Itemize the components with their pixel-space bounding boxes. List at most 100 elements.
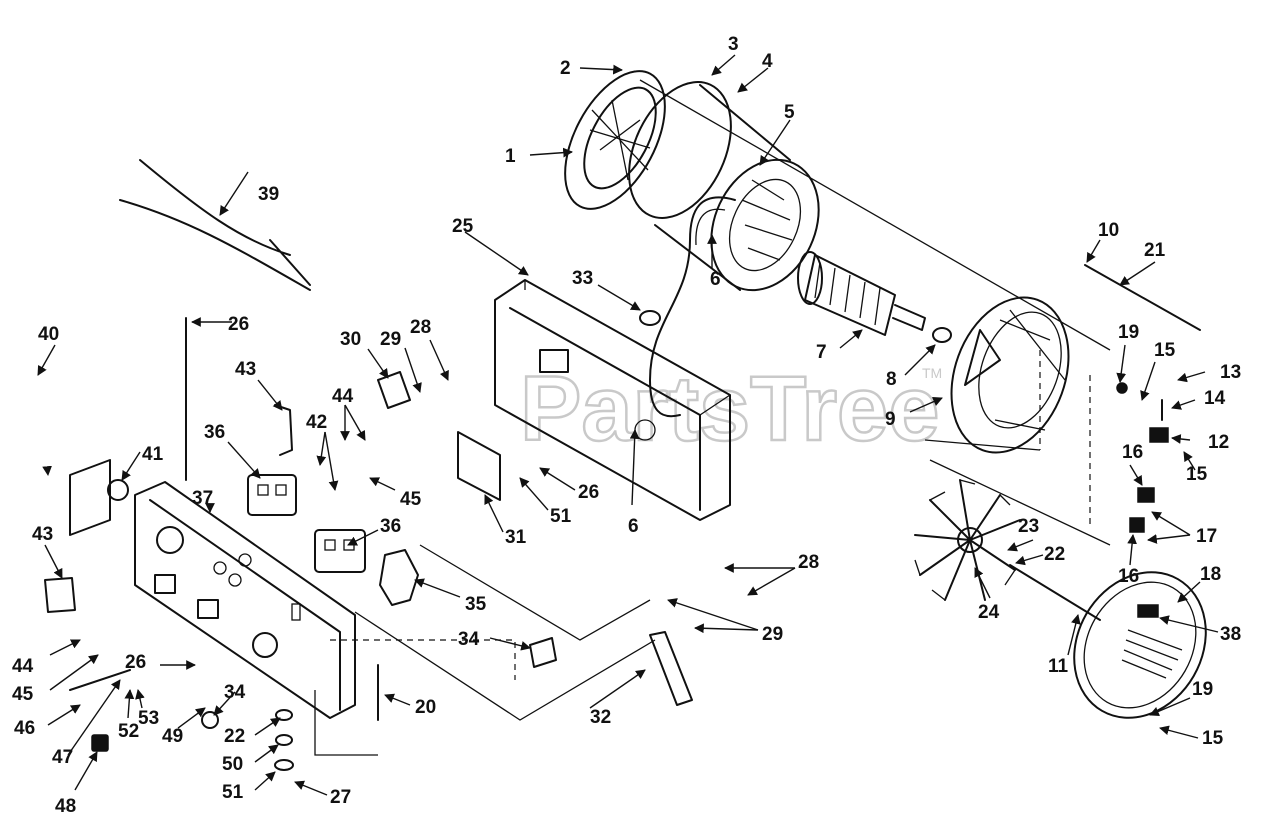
callout-40: 40 — [38, 324, 59, 345]
fuse-holder — [91, 734, 109, 752]
callout-18: 18 — [1200, 564, 1221, 585]
callout-19-upper: 19 — [1118, 322, 1139, 343]
callout-50: 50 — [222, 754, 243, 775]
callout-19-lower: 19 — [1192, 679, 1213, 700]
stator-leads — [649, 196, 736, 418]
nut-34 — [201, 711, 219, 729]
callout-6-box: 6 — [628, 516, 639, 537]
callout-53: 53 — [138, 708, 159, 729]
terminal-plate — [457, 431, 501, 501]
heat-sink — [69, 459, 111, 536]
callout-7: 7 — [816, 342, 827, 363]
rotor — [797, 251, 926, 336]
callout-26-top: 26 — [228, 314, 249, 335]
callout-1: 1 — [505, 146, 516, 167]
fan-bolt — [1009, 564, 1101, 621]
callout-4: 4 — [762, 51, 773, 72]
callout-labels: 1 2 3 4 5 6 7 8 9 10 21 19 15 13 14 12 1… — [12, 34, 1241, 817]
callout-27: 27 — [330, 787, 351, 808]
callout-38: 38 — [1220, 624, 1241, 645]
callout-21: 21 — [1144, 240, 1166, 261]
callout-28-top: 28 — [410, 317, 431, 338]
callout-45-top: 45 — [400, 489, 422, 510]
leader-lines — [37, 54, 1219, 796]
rear-housing — [950, 296, 1070, 454]
callout-28-lower: 28 — [798, 552, 819, 573]
callout-10: 10 — [1098, 220, 1119, 241]
callout-11: 11 — [1048, 656, 1069, 677]
end-bell — [564, 70, 666, 210]
callout-33: 33 — [572, 268, 593, 289]
callout-44-top: 44 — [332, 386, 354, 407]
terminal-strip — [649, 631, 693, 706]
callout-15-c: 15 — [1202, 728, 1224, 749]
callout-16-upper: 16 — [1122, 442, 1143, 463]
callout-25: 25 — [452, 216, 474, 237]
callout-20: 20 — [415, 697, 436, 718]
callout-26-box: 26 — [578, 482, 599, 503]
callout-26-panel: 26 — [125, 652, 146, 673]
callout-16-lower: 16 — [1118, 566, 1139, 587]
callout-23: 23 — [1018, 516, 1039, 537]
callout-29-top: 29 — [380, 329, 401, 350]
callout-15-b: 15 — [1186, 464, 1208, 485]
callout-44-lower: 44 — [12, 656, 34, 677]
callout-43-top: 43 — [235, 359, 256, 380]
callout-39: 39 — [258, 184, 279, 205]
bracket — [274, 404, 293, 456]
callout-6-stator: 6 — [710, 269, 721, 290]
callout-34-switch: 34 — [458, 629, 480, 650]
stator — [628, 81, 820, 292]
battery-cable — [119, 159, 311, 291]
hour-meter — [44, 577, 76, 613]
callout-48: 48 — [55, 796, 76, 817]
callout-51-panel: 51 — [222, 782, 244, 803]
callout-45-lower: 45 — [12, 684, 34, 705]
grommet-41 — [107, 479, 129, 501]
assembly-axis-line — [639, 79, 1111, 351]
callout-34-nut: 34 — [224, 682, 246, 703]
callout-22-panel: 22 — [224, 726, 245, 747]
brush-holder-parts — [1116, 382, 1169, 533]
receptacle-upper — [247, 474, 297, 516]
callout-49: 49 — [162, 726, 183, 747]
callout-3: 3 — [728, 34, 739, 55]
circuit-breaker — [379, 549, 419, 606]
callout-42: 42 — [306, 412, 327, 433]
control-box — [494, 279, 731, 521]
callout-36-upper: 36 — [204, 422, 225, 443]
receptacle-lower — [314, 529, 366, 573]
fuse-47 — [69, 669, 131, 691]
callout-51-box: 51 — [550, 506, 572, 527]
regulator — [377, 371, 411, 409]
bearing — [932, 327, 952, 343]
callout-32: 32 — [590, 707, 611, 728]
callout-43-lower: 43 — [32, 524, 53, 545]
toggle-switch — [529, 637, 557, 668]
callout-13: 13 — [1220, 362, 1241, 383]
callout-46: 46 — [14, 718, 35, 739]
callout-15-a: 15 — [1154, 340, 1176, 361]
callout-14: 14 — [1204, 388, 1226, 409]
callout-31: 31 — [505, 527, 527, 548]
callout-17: 17 — [1196, 526, 1217, 547]
callout-30: 30 — [340, 329, 361, 350]
callout-22-fan: 22 — [1044, 544, 1065, 565]
callout-41: 41 — [142, 444, 164, 465]
end-cover — [1073, 571, 1207, 719]
fan — [914, 479, 1021, 601]
front-panel — [134, 481, 356, 719]
callout-47: 47 — [52, 747, 73, 768]
callout-24: 24 — [978, 602, 1000, 623]
callout-35: 35 — [465, 594, 487, 615]
callout-9: 9 — [885, 409, 896, 430]
callout-29-lower: 29 — [762, 624, 783, 645]
callout-36-lower: 36 — [380, 516, 401, 537]
callout-12: 12 — [1208, 432, 1229, 453]
callout-2: 2 — [560, 58, 571, 79]
through-bolt — [1084, 264, 1201, 331]
callout-5: 5 — [784, 102, 795, 123]
grommet — [639, 310, 661, 326]
callout-37: 37 — [192, 488, 213, 509]
